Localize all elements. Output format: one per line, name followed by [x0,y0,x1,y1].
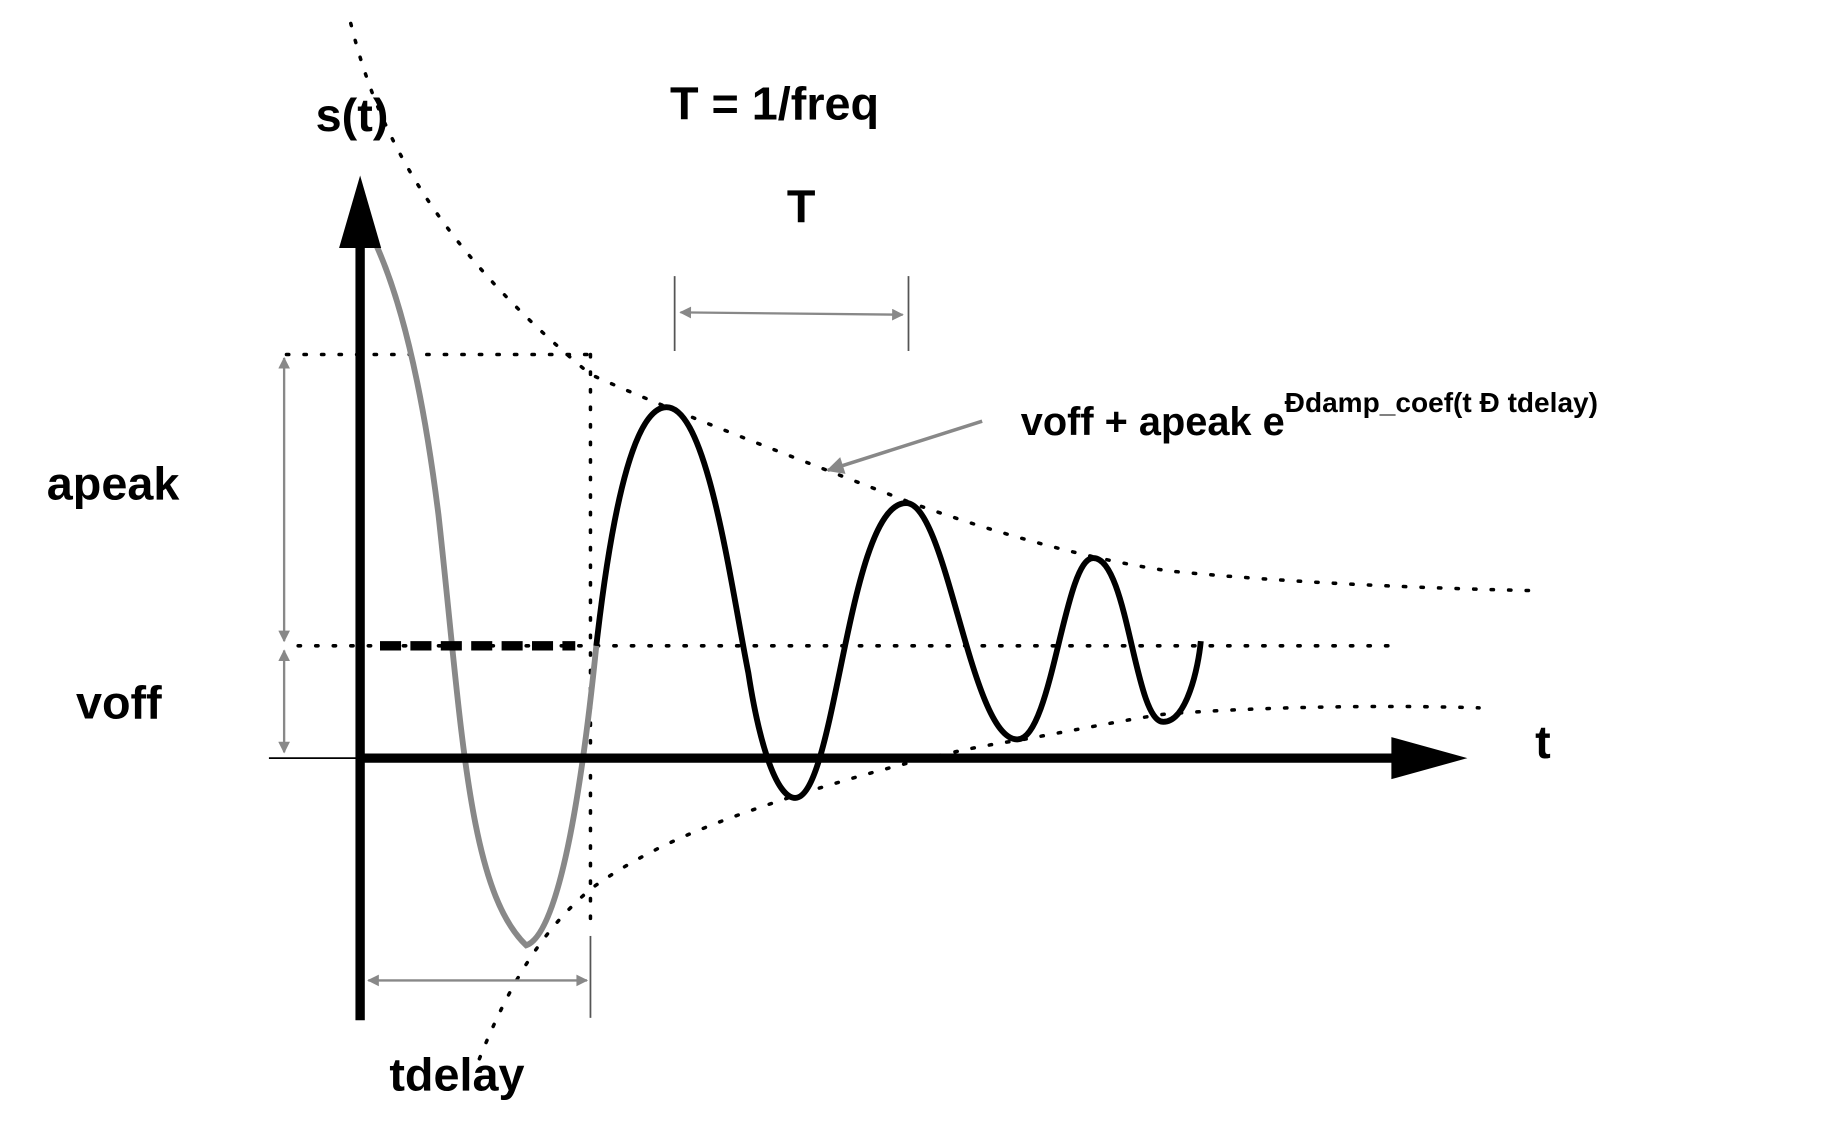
envelope-formula-exponent: Ðdamp_coef(t Ð tdelay) [1285,387,1598,418]
x-axis-arrowhead [1391,737,1468,780]
y-axis-label: s(t) [316,89,389,141]
x-axis-label: t [1535,716,1551,768]
voff-label: voff [76,676,162,728]
tdelay-label: tdelay [389,1048,524,1100]
envelope-formula-base: voff + apeak e [1021,400,1285,444]
apeak-label: apeak [47,458,181,510]
y-axis-arrowhead [339,175,382,249]
envelope-pointer-arrow [826,419,983,474]
envelope-formula: voff + apeak eÐdamp_coef(t Ð tdelay) [1021,387,1598,444]
damped-waveform [593,404,1204,801]
pre-delay-curve [373,244,600,949]
upper-envelope [349,21,1546,593]
period-label: T [787,180,816,232]
period-arrow [679,306,904,321]
period-formula: T = 1/freq [670,77,879,129]
